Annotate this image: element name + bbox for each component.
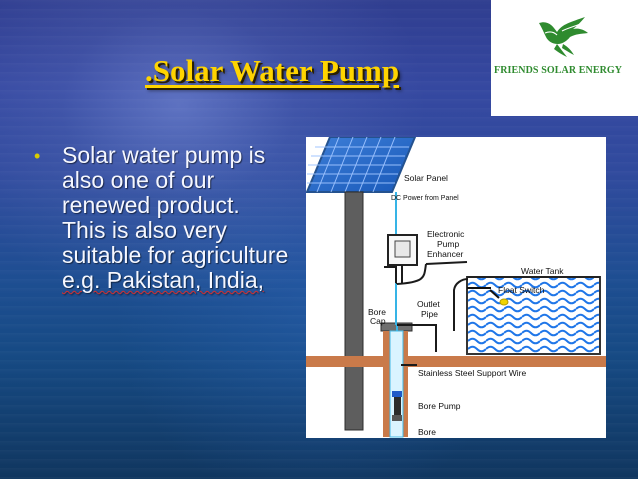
pump-enhancer [387,234,418,283]
company-logo: FRIENDS SOLAR ENERGY [491,0,638,116]
bullet-line: Solar water pump is [62,142,266,168]
pump-assembly [392,391,402,421]
bullet-line: This is also very [62,217,227,243]
bullet-icon: • [34,146,41,166]
logo-text: FRIENDS SOLAR ENERGY [494,65,623,76]
enhancer-label-3: Enhancer [427,249,464,259]
solar-panel-label: Solar Panel [404,173,448,183]
bullet-list: • Solar water pump is also one of our re… [34,143,309,293]
water-tank-label: Water Tank [521,266,564,276]
bullet-text: Solar water pump is also one of our rene… [62,143,309,293]
enhancer-label-1: Electronic [427,229,465,239]
water-tank [453,276,601,355]
diagram-labels: Solar Panel DC Power from Panel Electron… [368,173,564,437]
solar-pump-diagram: Solar Panel DC Power from Panel Electron… [306,137,606,438]
support-pole [344,191,364,431]
eagle-logo-icon [539,17,588,57]
outlet-pipe-label-1: Outlet [417,299,440,309]
solar-panel [306,137,417,193]
float-switch-label: Float Switch [498,285,545,295]
bore-cap-label-2: Cap [370,316,386,326]
outlet-pipe-label-2: Pipe [421,309,438,319]
bullet-line: suitable for agriculture [62,242,289,268]
slide-title: .Solar Water Pump [145,53,400,88]
support-wire-label: Stainless Steel Support Wire [418,368,526,378]
bore-label: Bore [418,427,436,437]
dc-power-label: DC Power from Panel [391,195,459,202]
bullet-line: also one of our [62,167,215,193]
bullet-line: renewed product. [62,192,240,218]
bore-cap-label-1: Bore [368,307,386,317]
bore-pump-label: Bore Pump [418,401,461,411]
enhancer-label-2: Pump [437,239,459,249]
bullet-line: e.g. Pakistan, India, [62,267,265,293]
solar-pump-diagram-svg: Solar Panel DC Power from Panel Electron… [306,137,606,438]
